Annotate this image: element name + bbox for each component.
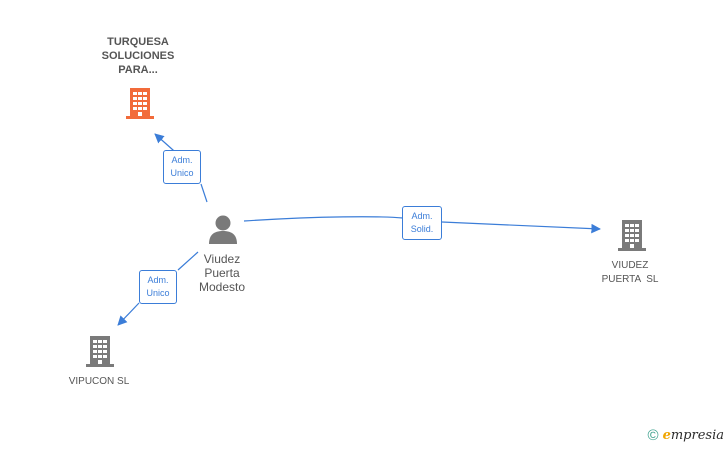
company-label-line: SOLUCIONES [101,50,175,62]
company-label-line: PUERTA SL [601,274,659,285]
company-label-turquesa: TURQUESA SOLUCIONES PARA... [88,35,188,77]
edge-label-line: Unico [146,288,170,298]
edge-label-to-viudez-puerta-sl[interactable]: Adm. Solid. [402,206,442,240]
edge-label-to-turquesa[interactable]: Adm. Unico [163,150,201,184]
edge-label-to-vipucon[interactable]: Adm. Unico [139,270,177,304]
copyright-icon: © [647,427,659,444]
company-label-line: VIUDEZ [611,260,649,271]
edge-line-to-viudez-puerta-sl [243,216,404,222]
person-label-line: Viudez [203,252,241,266]
brand-logo[interactable]: empresia [663,428,724,443]
company-label-line: PARA... [118,64,158,76]
company-label-line: TURQUESA [107,36,169,48]
person-label: Viudez Puerta Modesto [186,252,258,294]
brand-footer: © empresia [648,427,724,444]
building-icon[interactable] [616,218,648,252]
edge-label-line: Unico [170,168,194,178]
edge-label-line: Adm. [411,211,433,221]
edge-label-line: Adm. [171,155,193,165]
building-icon[interactable] [124,86,156,120]
person-label-line: Puerta [204,266,240,280]
edge-line-to-viudez-puerta-sl-end [441,221,601,234]
brand-logo-rest: mpresia [670,428,724,443]
person-label-line: Modesto [198,280,246,294]
edge-label-line: Solid. [410,224,434,234]
company-label-vipucon: VIPUCON SL [56,375,142,389]
edge-line-to-vipucon [118,251,199,325]
edge-label-line: Adm. [147,275,169,285]
company-label-viudez-puerta-sl: VIUDEZ PUERTA SL [590,259,670,287]
building-icon[interactable] [84,334,116,368]
company-label-line: VIPUCON SL [68,376,130,387]
brand-logo-initial: e [662,428,671,443]
person-icon[interactable] [208,214,238,246]
